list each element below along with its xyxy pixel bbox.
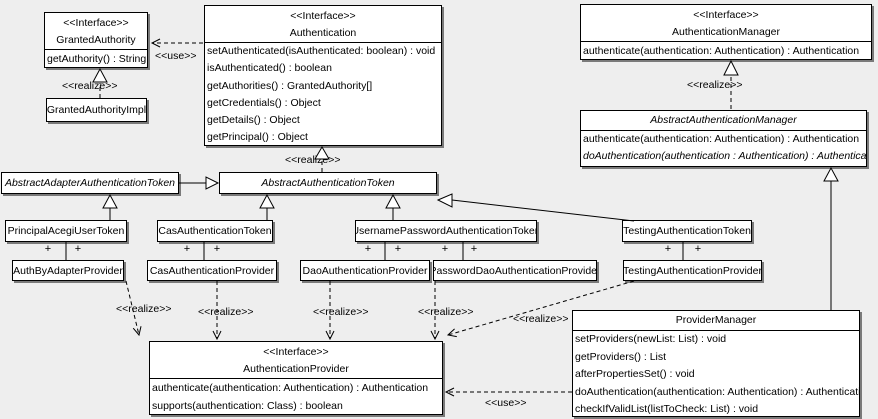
method: getCredentials() : Object — [207, 96, 321, 109]
assoc-end-label: + — [394, 243, 402, 255]
class-granted-authority-impl: GrantedAuthorityImpl — [46, 98, 147, 122]
edge-label-realize-testing-provider: <<realize>> — [513, 313, 569, 325]
method: afterPropertiesSet() : void — [575, 368, 695, 380]
class-cas-authentication-provider: CasAuthenticationProvider — [147, 260, 277, 281]
method: authenticate(authentication: Authenticat… — [583, 45, 860, 57]
edge-label-use-granted-authority: <<use>> — [155, 50, 197, 62]
class-authentication-manager: <<Interface>> AuthenticationManager auth… — [580, 4, 872, 60]
class-name: PasswordDaoAuthenticationProvider — [433, 264, 597, 277]
class-dao-authentication-provider: DaoAuthenticationProvider — [300, 260, 430, 281]
class-name: ProviderManager — [573, 311, 859, 331]
assoc-end-label: + — [364, 243, 372, 255]
method: getDetails() : Object — [207, 114, 300, 127]
assoc-end-label: + — [664, 243, 672, 255]
stereotype-label: <<Interface>> — [693, 9, 759, 21]
method: checkIfValidList(listToCheck: List) : vo… — [575, 403, 759, 415]
class-authentication-provider: <<Interface>> AuthenticationProvider aut… — [149, 341, 443, 415]
class-name: GrantedAuthorityImpl — [46, 104, 147, 116]
edge-label-realize-auth-by-adapter: <<realize>> — [116, 303, 172, 315]
class-name: AuthenticationProvider — [243, 363, 349, 375]
method: setProviders(newList: List) : void — [575, 333, 727, 345]
method: supports(authentication: Class) : boolea… — [152, 400, 343, 412]
class-name: GrantedAuthority — [56, 34, 136, 46]
class-name: UsernamePasswordAuthenticationToken — [355, 225, 537, 237]
edge-gen-testing-token — [451, 199, 635, 222]
class-name: Authentication — [289, 27, 357, 39]
edge-label-realize-cas-provider: <<realize>> — [198, 306, 254, 318]
class-name: AbstractAuthenticationManager — [581, 111, 866, 131]
hollow-triangle-icon — [205, 176, 220, 190]
assoc-end-label: + — [694, 243, 702, 255]
class-name: AbstractAdapterAuthenticationToken — [4, 177, 176, 189]
assoc-end-label: + — [183, 243, 191, 255]
class-principal-acegi-user-token: PrincipalAcegiUserToken — [5, 220, 127, 242]
edge-label-realize-granted-authority: <<realize>> — [62, 80, 118, 92]
class-abstract-authentication-manager: AbstractAuthenticationManager authentica… — [580, 110, 867, 167]
assoc-end-label: + — [470, 243, 478, 255]
class-granted-authority: <<Interface>> GrantedAuthority getAuthor… — [44, 12, 148, 68]
class-name: AuthenticationManager — [672, 26, 780, 38]
class-name: TestingAuthenticationProvider — [623, 264, 762, 277]
hollow-triangle-icon — [259, 193, 275, 209]
stereotype-label: <<Interface>> — [263, 346, 329, 358]
method: authenticate(authentication: Authenticat… — [152, 382, 429, 394]
edge-label-realize-authentication: <<realize>> — [285, 154, 341, 166]
class-username-password-authentication-token: UsernamePasswordAuthenticationToken — [355, 220, 537, 242]
edge-label-use-provider-manager: <<use>> — [485, 397, 527, 409]
edge-label-realize-password-dao-provider: <<realize>> — [418, 306, 474, 318]
method: getAuthorities() : GrantedAuthority[] — [207, 79, 373, 92]
edge-label-realize-authentication-manager: <<realize>> — [687, 79, 743, 91]
class-name: CasAuthenticationProvider — [149, 264, 275, 277]
assoc-end-label: + — [441, 243, 449, 255]
class-abstract-adapter-authentication-token: AbstractAdapterAuthenticationToken — [1, 172, 179, 194]
hollow-triangle-icon — [823, 166, 839, 182]
hollow-triangle-icon — [102, 193, 118, 209]
assoc-end-label: + — [213, 243, 221, 255]
method: doAuthentication(authentication: Authent… — [575, 385, 859, 398]
class-cas-authentication-token: CasAuthenticationToken — [157, 220, 273, 242]
class-abstract-authentication-token: AbstractAuthenticationToken — [219, 172, 437, 194]
method: getAuthority() : String — [47, 53, 147, 65]
method: isAuthenticated() : boolean — [207, 62, 332, 75]
class-name: AbstractAuthenticationToken — [261, 177, 395, 189]
class-provider-manager: ProviderManager setProviders(newList: Li… — [572, 310, 860, 417]
class-testing-authentication-token: TestingAuthenticationToken — [622, 220, 752, 242]
class-name: CasAuthenticationToken — [158, 225, 272, 237]
class-authentication: <<Interface>> Authentication setAuthenti… — [204, 5, 442, 146]
stereotype-label: <<Interface>> — [290, 10, 356, 22]
stereotype-label: <<Interface>> — [63, 17, 129, 29]
method: doAuthentication(authentication : Authen… — [583, 150, 866, 163]
class-name: DaoAuthenticationProvider — [302, 264, 428, 277]
class-name: TestingAuthenticationToken — [623, 225, 751, 237]
class-name: PrincipalAcegiUserToken — [7, 225, 125, 237]
hollow-triangle-icon — [385, 193, 401, 209]
method: authenticate(authentication: Authenticat… — [583, 133, 860, 145]
hollow-triangle-icon — [723, 59, 739, 76]
edge-label-realize-dao-provider: <<realize>> — [313, 306, 369, 318]
class-name: AuthByAdapterProvider — [13, 264, 123, 277]
class-auth-by-adapter-provider: AuthByAdapterProvider — [12, 260, 124, 281]
class-password-dao-authentication-provider: PasswordDaoAuthenticationProvider — [433, 260, 597, 281]
method: getPrincipal() : Object — [207, 131, 308, 144]
assoc-end-label: + — [44, 243, 52, 255]
method: setAuthenticated(isAuthenticated: boolea… — [207, 45, 436, 57]
assoc-end-label: + — [74, 243, 82, 255]
class-testing-authentication-provider: TestingAuthenticationProvider — [623, 260, 762, 281]
hollow-triangle-icon — [436, 193, 453, 208]
method: getProviders() : List — [575, 350, 667, 363]
